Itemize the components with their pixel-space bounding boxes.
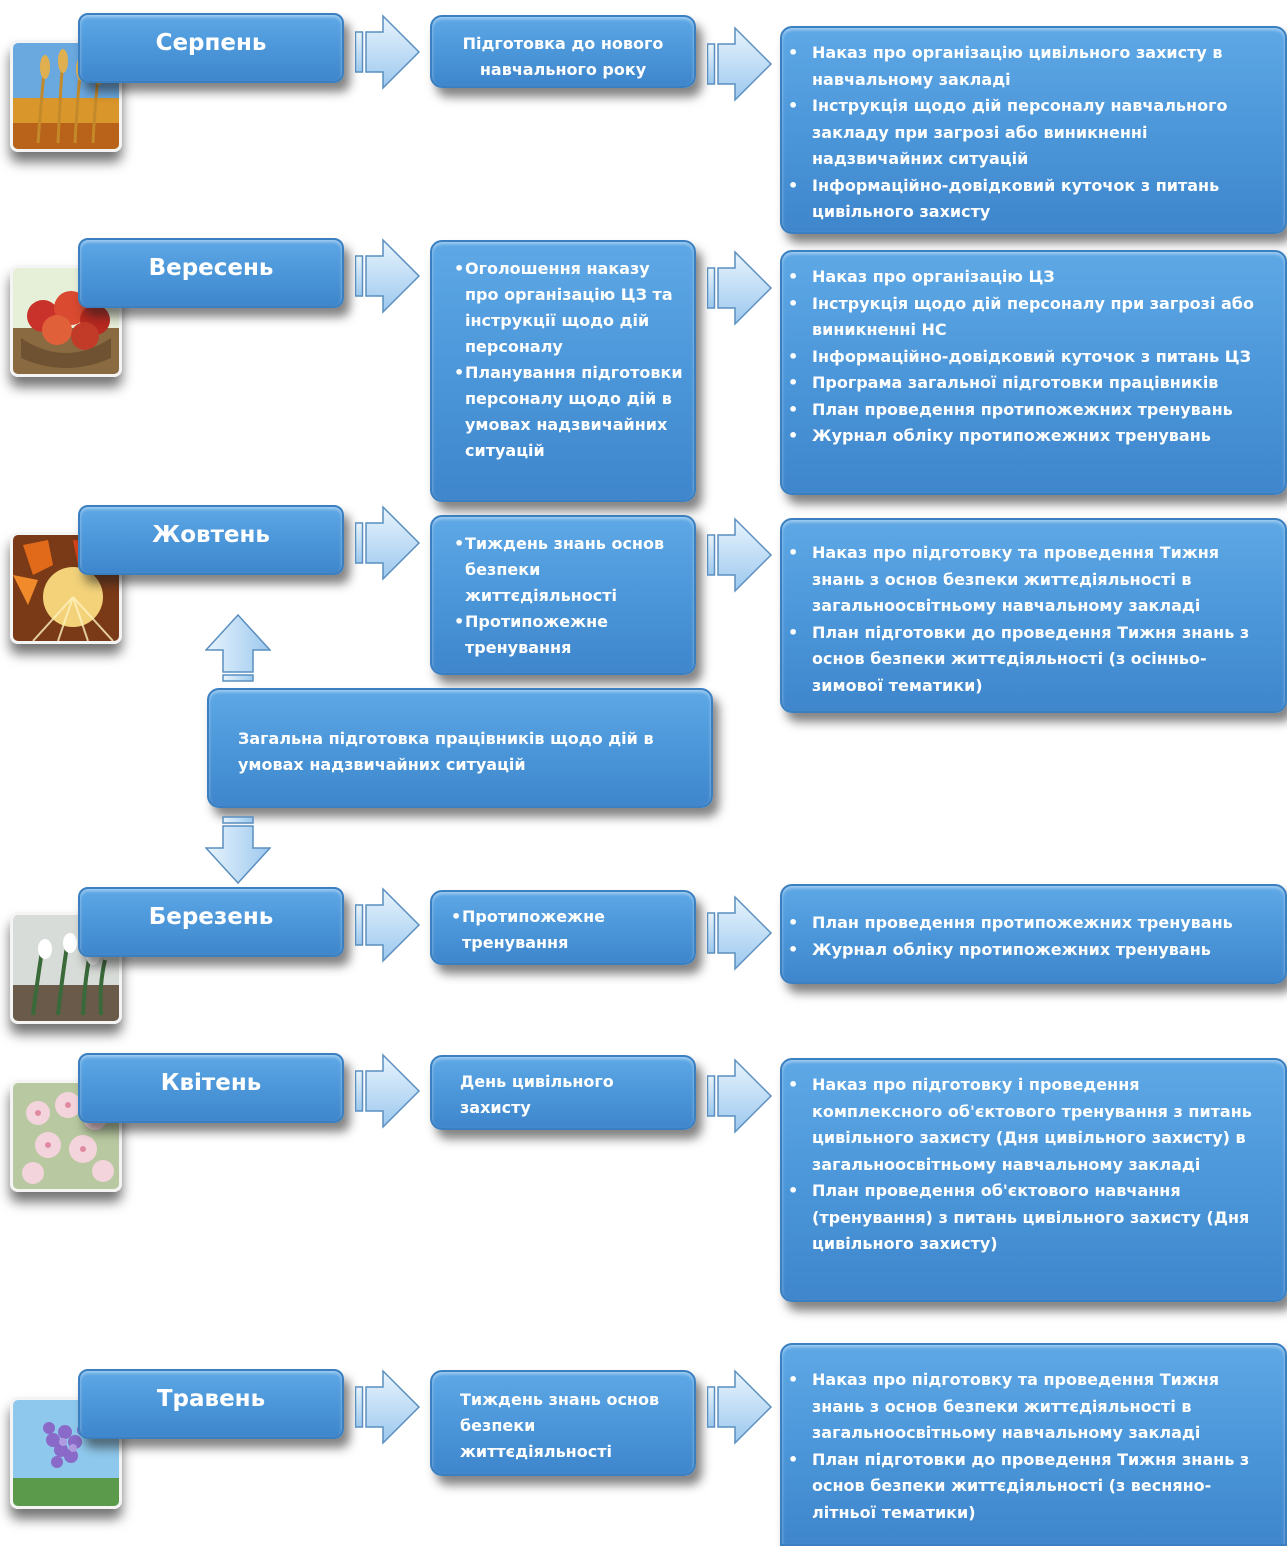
right-arrow-icon: [355, 14, 421, 90]
activity-box-serpen: Підготовка до нового навчального року: [430, 15, 696, 88]
document-item: Журнал обліку протипожежних тренувань: [788, 423, 1271, 450]
right-arrow-icon: [707, 895, 773, 971]
document-item: План підготовки до проведення Тижня знан…: [788, 620, 1271, 700]
general-training-text: Загальна підготовка працівників щодо дій…: [238, 729, 654, 774]
document-item: Інформаційно-довідковий куточок з питань…: [788, 344, 1271, 371]
document-item: План проведення протипожежних тренувань: [788, 910, 1271, 937]
document-item: Наказ про підготовку та проведення Тижня…: [788, 1367, 1271, 1447]
document-item: Інформаційно-довідковий куточок з питань…: [788, 173, 1271, 226]
right-arrow-icon: [707, 250, 773, 326]
activity-box-veresen: Оголошення наказу про організацію ЦЗ та …: [430, 240, 696, 502]
right-arrow-icon: [707, 1058, 773, 1134]
up-arrow-icon: [205, 614, 271, 682]
month-text: Серпень: [155, 30, 267, 56]
document-item: План підготовки до проведення Тижня знан…: [788, 1447, 1271, 1527]
right-arrow-icon: [707, 1369, 773, 1445]
document-item: Наказ про підготовку та проведення Тижня…: [788, 540, 1271, 620]
general-training-box: Загальна підготовка працівників щодо дій…: [207, 688, 713, 808]
right-arrow-icon: [355, 887, 421, 963]
document-item: Наказ про організацію ЦЗ: [788, 264, 1271, 291]
month-label-traven: Травень: [78, 1369, 344, 1439]
activity-item: Тиждень знань основ безпеки життєдіяльно…: [454, 531, 686, 609]
documents-box-serpen: Наказ про організацію цивільного захисту…: [780, 26, 1287, 234]
month-text: Травень: [156, 1386, 266, 1412]
month-text: Квітень: [160, 1070, 262, 1096]
activity-item: Оголошення наказу про організацію ЦЗ та …: [454, 256, 686, 360]
documents-box-berezen: План проведення протипожежних тренувань …: [780, 884, 1287, 984]
document-item: Наказ про підготовку і проведення компле…: [788, 1072, 1271, 1178]
documents-box-zhovten: Наказ про підготовку та проведення Тижня…: [780, 518, 1287, 713]
documents-box-veresen: Наказ про організацію ЦЗ Інструкція щодо…: [780, 250, 1287, 495]
activity-box-kviten: День цивільного захисту: [430, 1055, 696, 1130]
right-arrow-icon: [355, 505, 421, 581]
right-arrow-icon: [707, 517, 773, 593]
activity-text: Тиждень знань основ безпеки життєдіяльно…: [460, 1390, 660, 1461]
month-text: Вересень: [148, 255, 274, 281]
document-item: План проведення об'єктового навчання (тр…: [788, 1178, 1271, 1258]
activity-item: Протипожежне тренування: [454, 609, 686, 661]
documents-box-kviten: Наказ про підготовку і проведення компле…: [780, 1058, 1287, 1302]
month-text: Березень: [148, 904, 274, 930]
activity-text: День цивільного захисту: [460, 1072, 614, 1117]
activity-text: Підготовка до нового навчального року: [462, 34, 664, 79]
document-item: План проведення протипожежних тренувань: [788, 397, 1271, 424]
month-label-zhovten: Жовтень: [78, 505, 344, 575]
activity-box-zhovten: Тиждень знань основ безпеки життєдіяльно…: [430, 515, 696, 675]
month-text: Жовтень: [152, 522, 270, 548]
document-item: Програма загальної підготовки працівникі…: [788, 370, 1271, 397]
activity-box-berezen: Протипожежне тренування: [430, 890, 696, 965]
right-arrow-icon: [355, 1053, 421, 1129]
right-arrow-icon: [707, 26, 773, 102]
right-arrow-icon: [355, 238, 421, 314]
month-label-serpen: Серпень: [78, 13, 344, 83]
right-arrow-icon: [355, 1369, 421, 1445]
month-label-kviten: Квітень: [78, 1053, 344, 1123]
month-label-veresen: Вересень: [78, 238, 344, 308]
month-label-berezen: Березень: [78, 887, 344, 957]
activity-item: Протипожежне тренування: [451, 904, 682, 956]
document-item: Інструкція щодо дій персоналу при загроз…: [788, 291, 1271, 344]
document-item: Наказ про організацію цивільного захисту…: [788, 40, 1271, 93]
document-item: Інструкція щодо дій персоналу навчальног…: [788, 93, 1271, 173]
activity-item: Планування підготовки персоналу щодо дій…: [454, 360, 686, 464]
document-item: Журнал обліку протипожежних тренувань: [788, 937, 1271, 964]
activity-box-traven: Тиждень знань основ безпеки життєдіяльно…: [430, 1370, 696, 1476]
documents-box-traven: Наказ про підготовку та проведення Тижня…: [780, 1343, 1287, 1546]
down-arrow-icon: [205, 816, 271, 884]
wheat-icon: [10, 40, 122, 152]
lilac-icon: [10, 1397, 122, 1509]
